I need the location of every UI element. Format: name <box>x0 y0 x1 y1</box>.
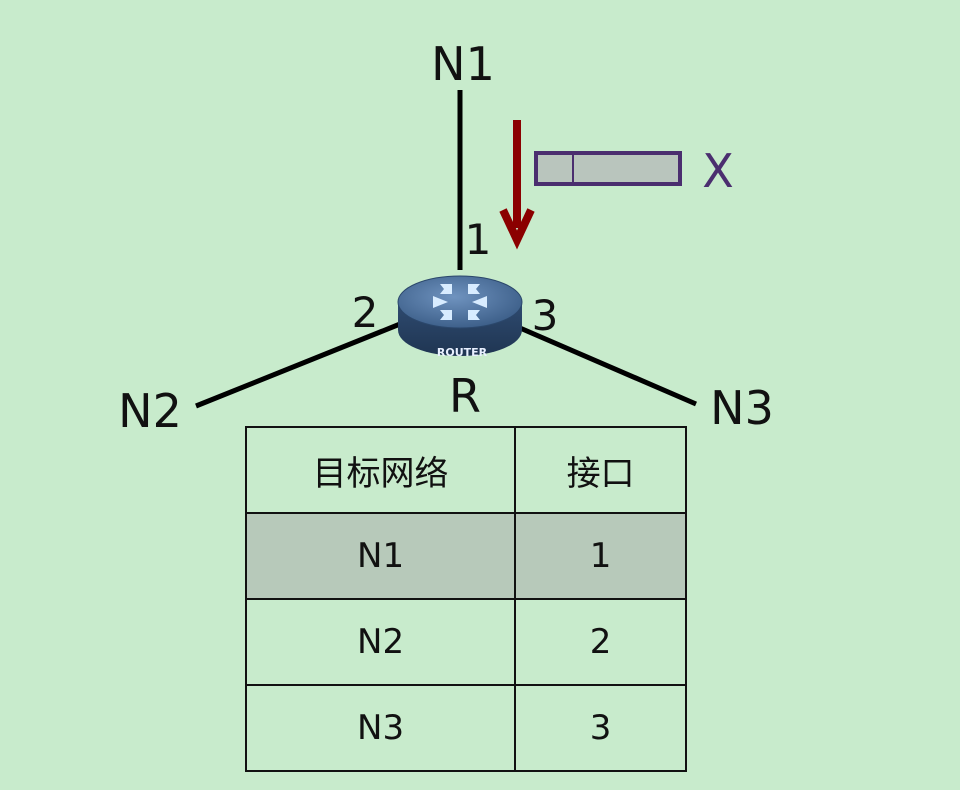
router-icon: ROUTER <box>397 275 523 359</box>
router-name-label: R <box>449 369 481 423</box>
packet-x-label: X <box>702 144 734 198</box>
routing-table-header: 目标网络 接口 <box>244 426 687 514</box>
port-1-label: 1 <box>465 215 492 264</box>
routing-table: 目标网络 接口 N1 1 N2 2 N3 3 <box>244 426 687 772</box>
packet-arrow-icon <box>499 120 535 250</box>
header-interface: 接口 <box>514 426 687 514</box>
table-row: N2 2 <box>244 598 687 686</box>
network-n1-label: N1 <box>431 37 495 91</box>
row-network: N3 <box>244 684 517 772</box>
link-n3 <box>519 325 697 407</box>
row-network: N1 <box>244 512 517 600</box>
header-destination-network: 目标网络 <box>244 426 517 514</box>
table-row: N3 3 <box>244 684 687 772</box>
router-badge: ROUTER <box>437 346 488 359</box>
table-row: N1 1 <box>244 512 687 600</box>
row-interface: 1 <box>514 512 687 600</box>
port-2-label: 2 <box>352 288 379 337</box>
port-3-label: 3 <box>532 291 559 340</box>
network-n3-label: N3 <box>710 381 774 435</box>
row-network: N2 <box>244 598 517 686</box>
network-n2-label: N2 <box>118 384 182 438</box>
row-interface: 2 <box>514 598 687 686</box>
row-interface: 3 <box>514 684 687 772</box>
link-n2 <box>195 319 406 409</box>
packet-x <box>534 151 682 186</box>
